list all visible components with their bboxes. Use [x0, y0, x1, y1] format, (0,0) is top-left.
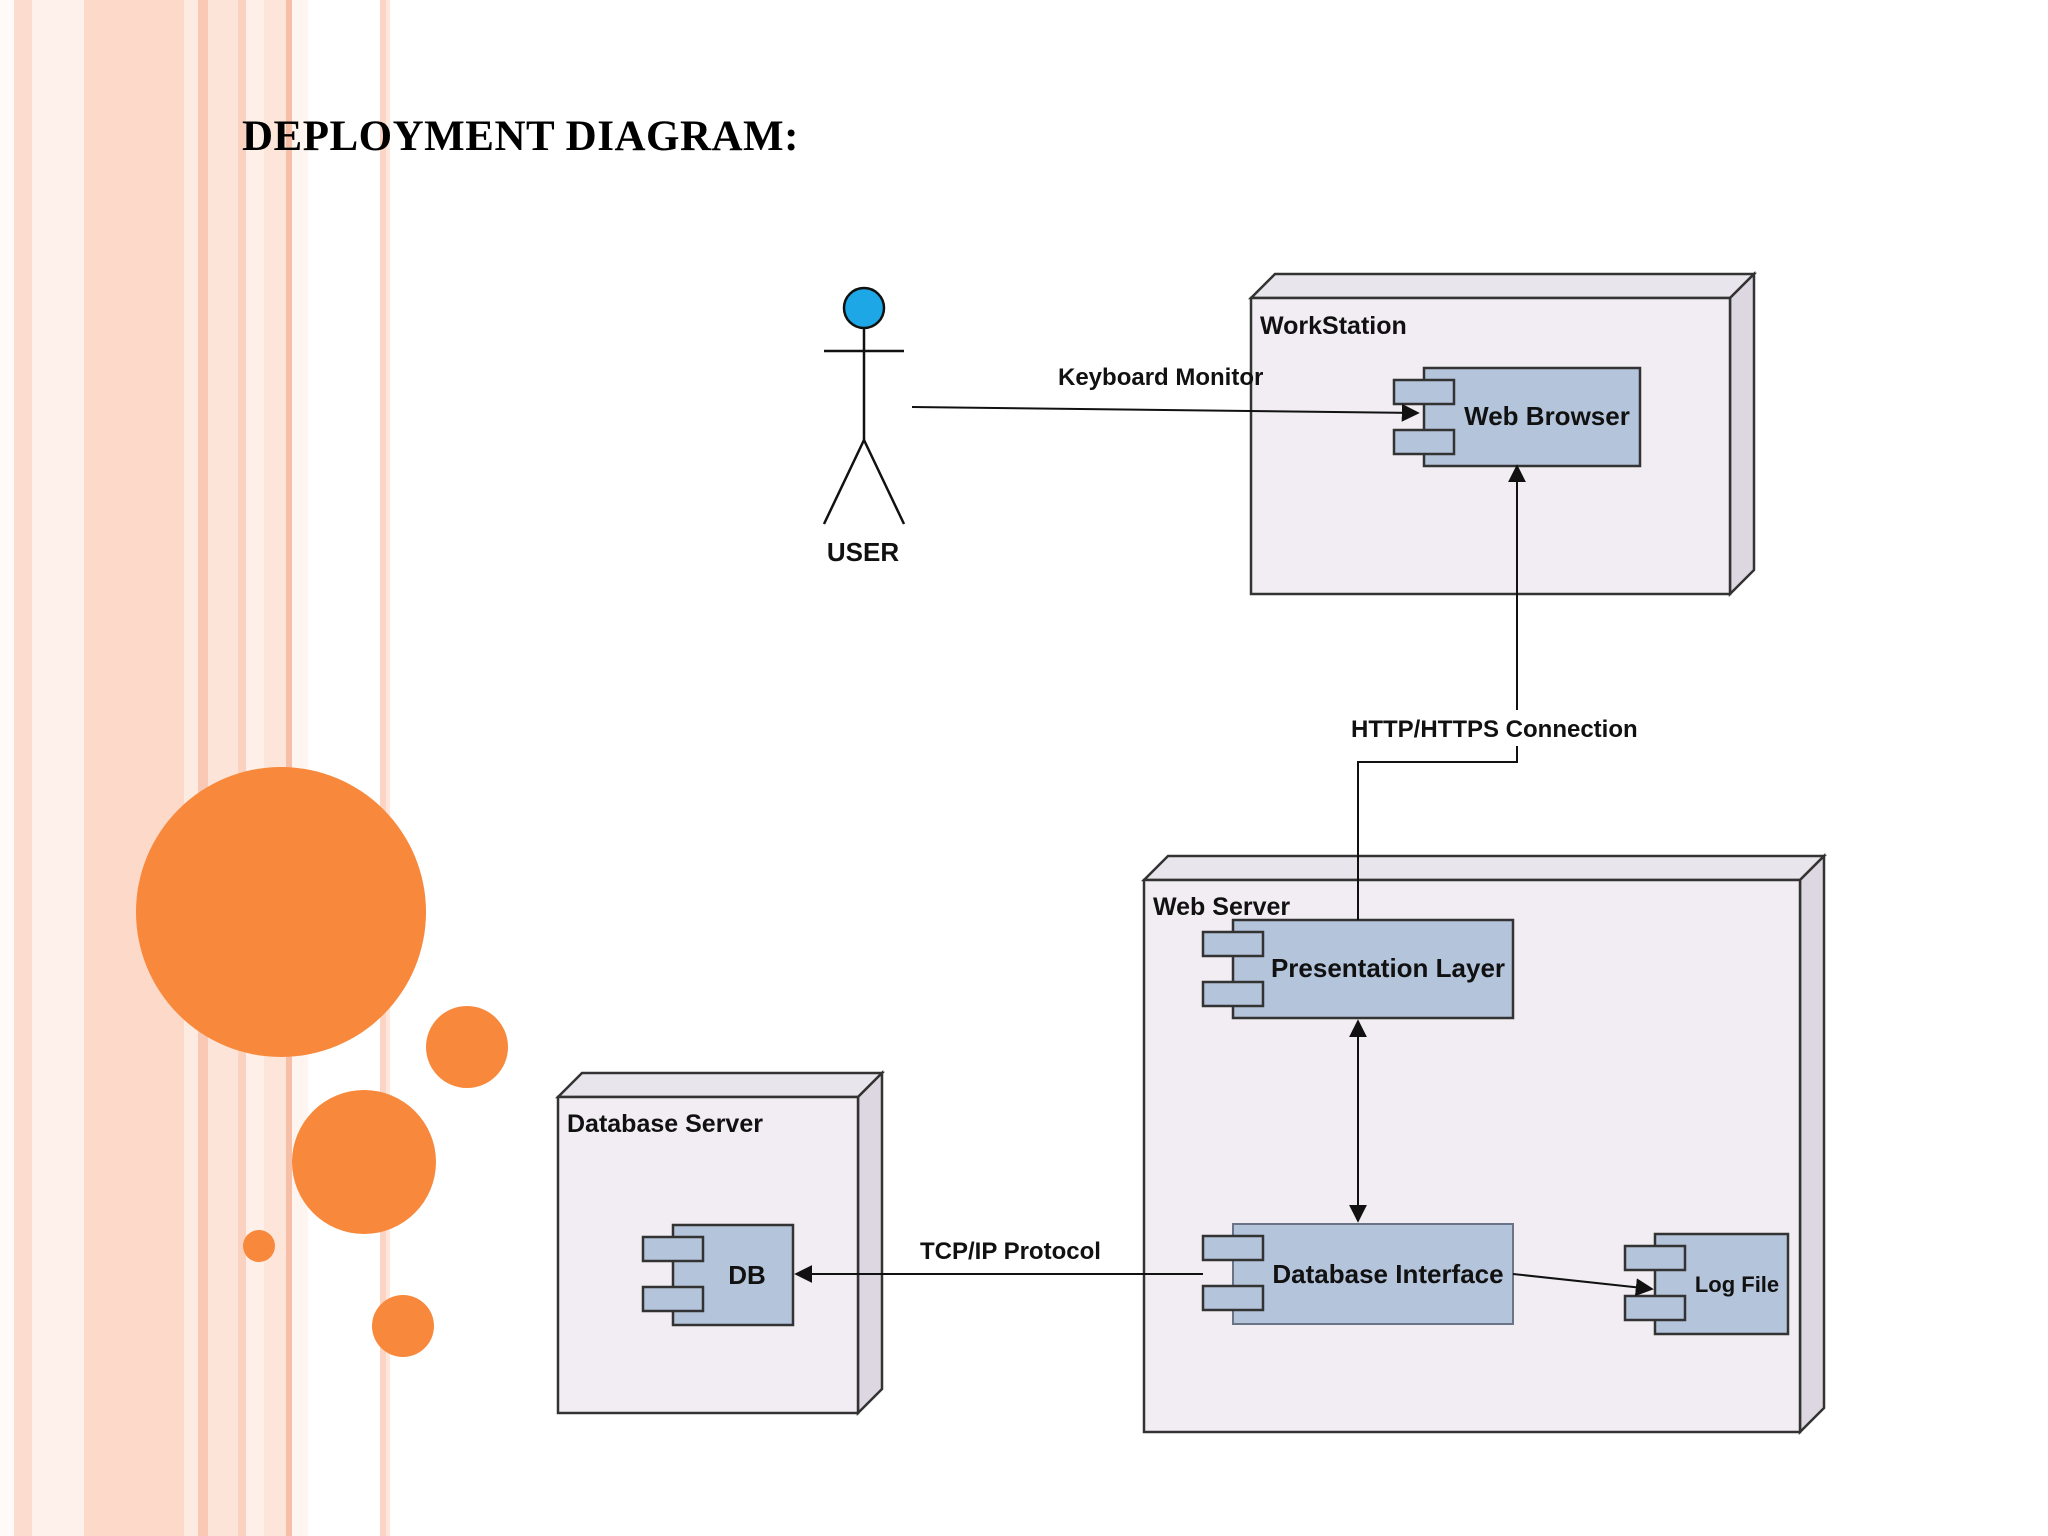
tcp-ip-label: TCP/IP Protocol [920, 1238, 1101, 1265]
decorative-circle-small [243, 1230, 275, 1262]
stripe [380, 0, 386, 1536]
web-browser-component: Web Browser [1392, 366, 1642, 468]
user-actor: USER [822, 286, 906, 567]
stripe [198, 0, 208, 1536]
database-interface-component: Database Interface [1201, 1223, 1514, 1325]
stripe [0, 0, 14, 1536]
keyboard-monitor-connection: Keyboard Monitor [911, 364, 1420, 422]
log-file-component: Log File [1623, 1232, 1790, 1336]
label-background [1350, 710, 1650, 746]
web-server-label: Web Server [1153, 893, 1290, 921]
decorative-circle [372, 1295, 434, 1357]
web-browser-label: Web Browser [1464, 401, 1630, 431]
database-server-label: Database Server [567, 1110, 763, 1138]
stripe [32, 0, 84, 1536]
keyboard-monitor-label: Keyboard Monitor [1058, 364, 1263, 391]
stripe [246, 0, 264, 1536]
stripe [238, 0, 246, 1536]
log-file-label: Log File [1695, 1272, 1779, 1297]
actor-head [842, 286, 886, 330]
stripe [84, 0, 184, 1536]
workstation-label: WorkStation [1260, 312, 1407, 340]
stripe [184, 0, 198, 1536]
presentation-layer-label: Presentation Layer [1271, 953, 1505, 983]
log-file-connection [1512, 1273, 1654, 1297]
tcp-ip-connection: TCP/IP Protocol [794, 1238, 1203, 1283]
stripe [14, 0, 32, 1536]
stripe [386, 0, 390, 1536]
decorative-circle [426, 1006, 508, 1088]
decorative-circle-large [136, 767, 426, 1057]
http-https-connection: HTTP/HTTPS Connection [1350, 464, 1650, 920]
stripe [208, 0, 238, 1536]
user-label: USER [827, 537, 899, 567]
decorative-circle [292, 1090, 436, 1234]
database-server-node: Database Server [554, 1069, 886, 1417]
slide-title: DEPLOYMENT DIAGRAM: [242, 113, 799, 160]
db-component: DB [641, 1223, 795, 1327]
database-interface-label: Database Interface [1272, 1259, 1503, 1289]
presentation-layer-component: Presentation Layer [1201, 918, 1515, 1020]
db-label: DB [728, 1260, 766, 1290]
http-https-label: HTTP/HTTPS Connection [1351, 716, 1638, 743]
